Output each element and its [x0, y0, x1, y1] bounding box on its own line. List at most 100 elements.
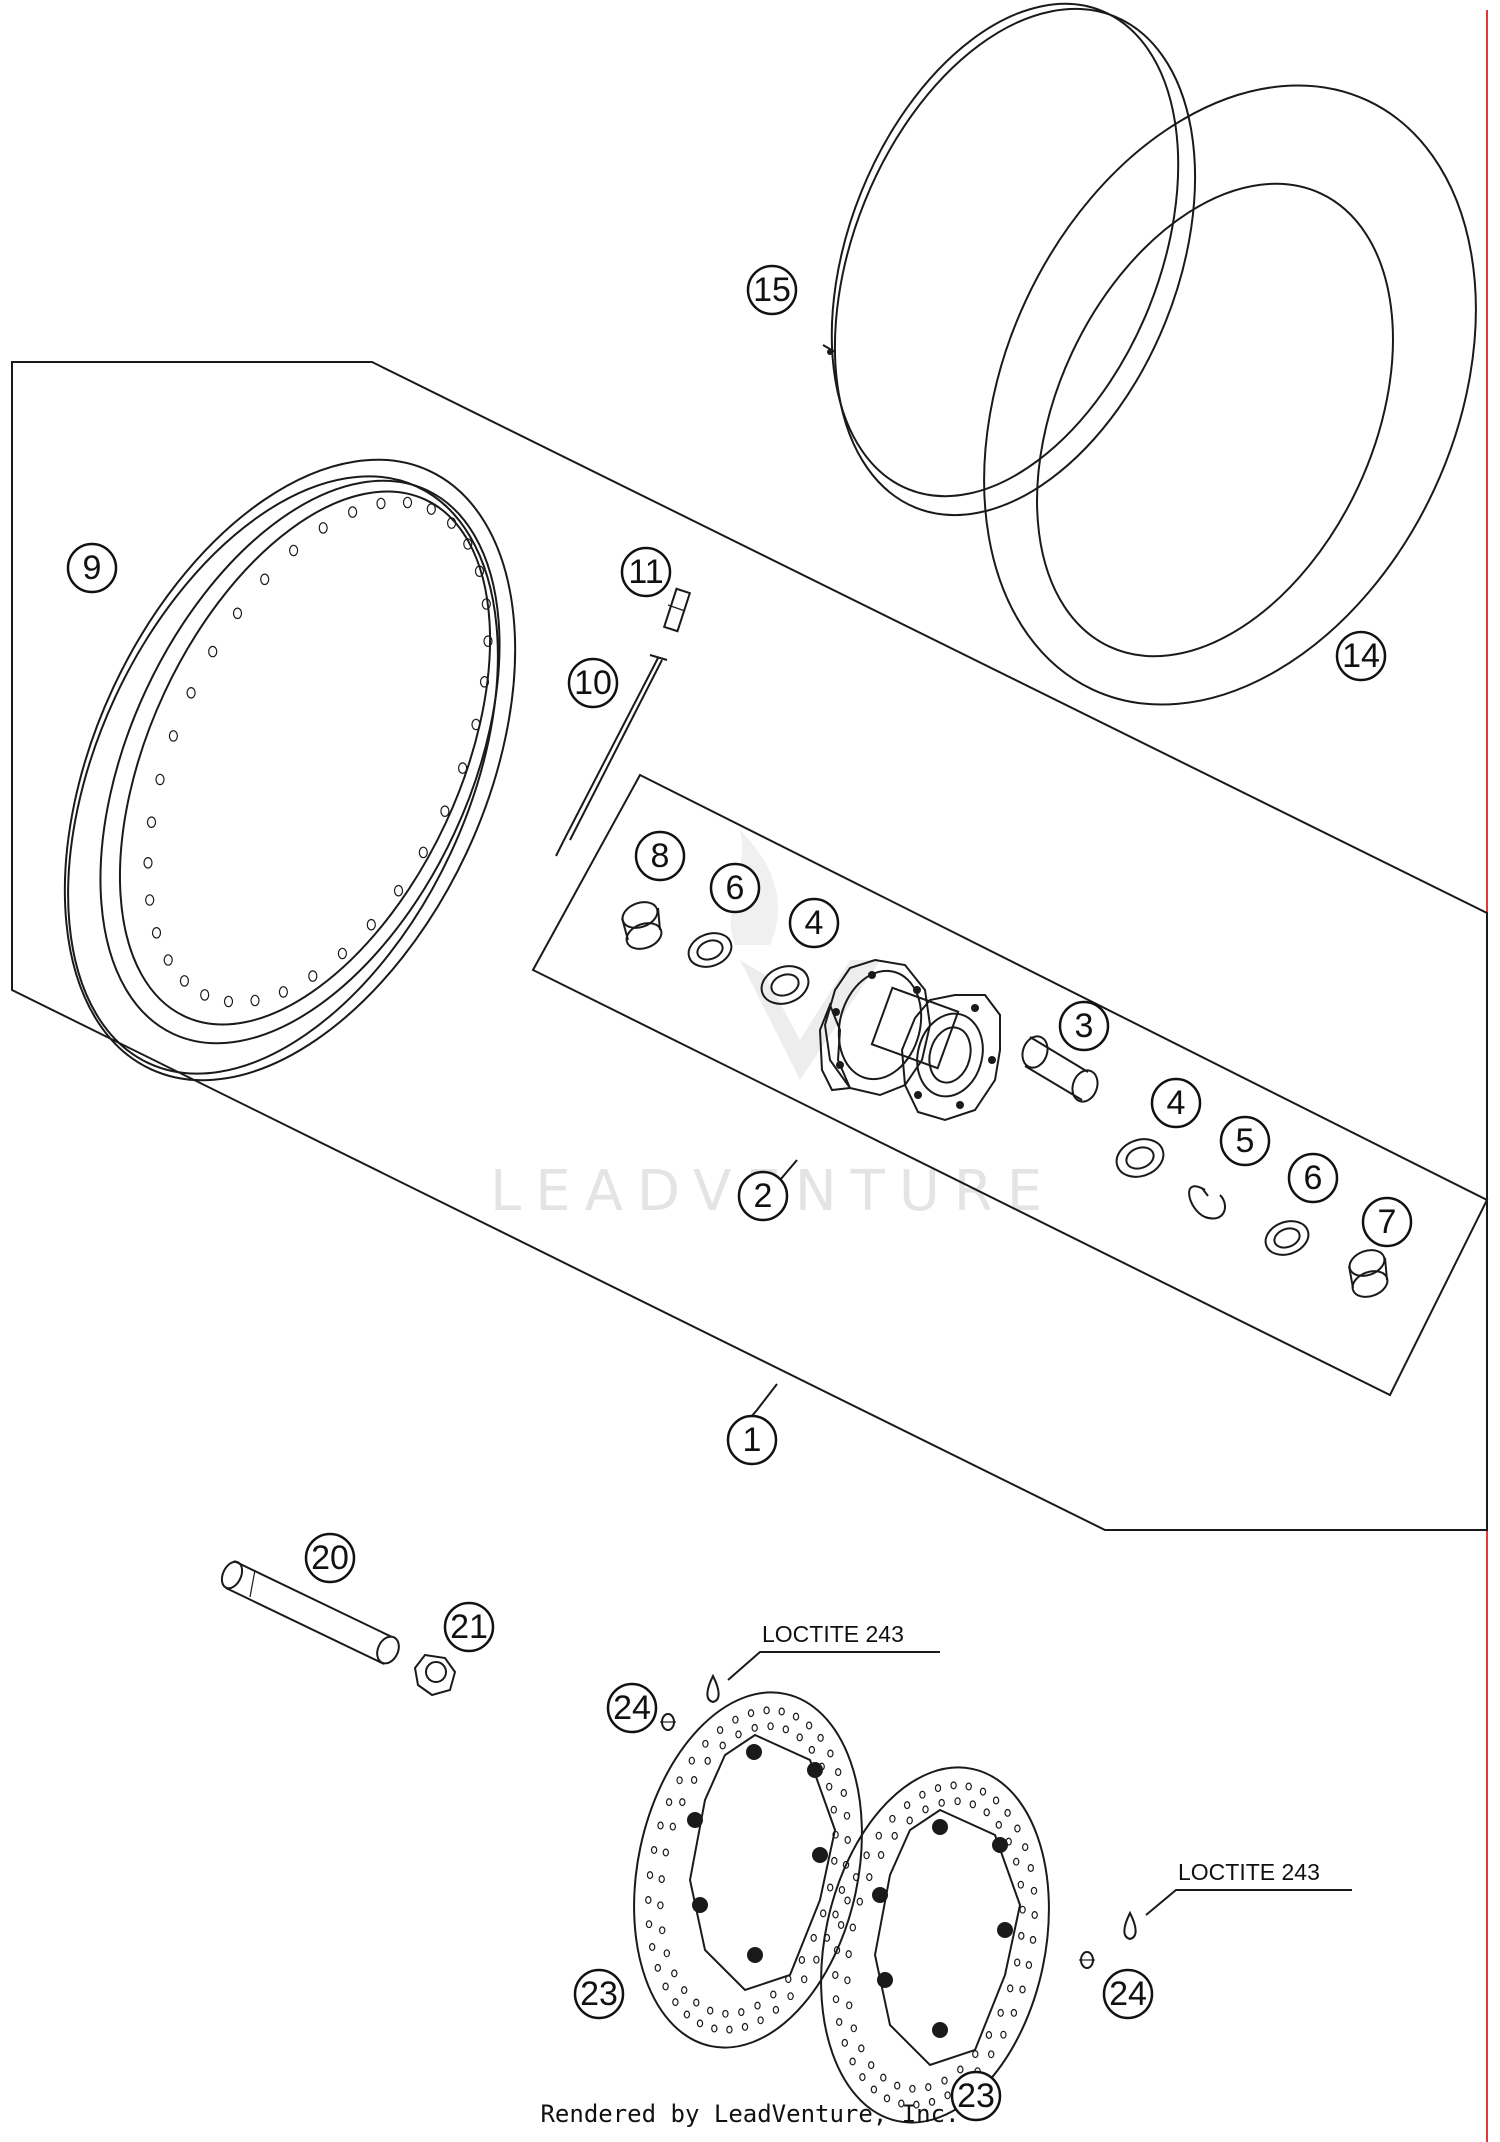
hole [679, 1798, 686, 1807]
hole [870, 2085, 878, 2094]
hole [898, 2099, 905, 2108]
callout-15: 15 [746, 264, 798, 316]
bearing-left [760, 965, 810, 1005]
distance-sleeve [1021, 1035, 1099, 1103]
hole [979, 1787, 987, 1796]
hole [849, 2057, 856, 2066]
svg-text:5: 5 [1236, 1122, 1255, 1160]
hole [669, 1822, 677, 1831]
hole [889, 1814, 896, 1823]
hole [711, 2024, 718, 2033]
callout-23-right: 23 [950, 2070, 1002, 2122]
callout-6-right: 6 [1287, 1152, 1339, 1204]
callout-6-left: 6 [709, 862, 761, 914]
hole [232, 607, 243, 620]
svg-text:9: 9 [83, 549, 102, 587]
disc-screw-right [1079, 1951, 1095, 1969]
svg-text:23: 23 [580, 1975, 618, 2013]
rim [63, 458, 517, 1082]
hole [988, 2050, 995, 2059]
hole [770, 1990, 777, 1999]
hole [832, 1995, 840, 2004]
hole [1007, 1984, 1014, 1993]
hole [849, 1923, 857, 1932]
spoke [555, 654, 668, 857]
hole [688, 1756, 696, 1765]
hole [471, 718, 481, 731]
hole [650, 1846, 658, 1854]
hole [778, 1707, 785, 1716]
hole [649, 1943, 656, 1951]
hole [1030, 1886, 1038, 1895]
seal-left [687, 932, 733, 968]
hole [925, 2083, 932, 2092]
hole [906, 1816, 913, 1825]
hole [662, 1982, 669, 1991]
hole [671, 1969, 678, 1978]
hole [919, 1790, 926, 1799]
hole [831, 1856, 838, 1865]
hole [681, 1986, 688, 1995]
hole [483, 635, 493, 647]
hole [260, 573, 270, 586]
hole [693, 1998, 700, 2007]
hole [1004, 1808, 1011, 1817]
hole [719, 1741, 726, 1750]
hole [665, 1798, 673, 1807]
hole [813, 1955, 820, 1964]
hole [1013, 1857, 1020, 1866]
svg-text:14: 14 [1342, 637, 1380, 675]
loctite-drop-left [706, 1673, 720, 1704]
hole [909, 2084, 916, 2093]
hole [856, 1897, 864, 1906]
hole [402, 496, 413, 509]
hole [877, 1851, 885, 1859]
hole [348, 506, 358, 518]
hole [722, 2009, 729, 2018]
hole [1018, 1931, 1025, 1940]
hole [808, 1745, 816, 1754]
hole [662, 1848, 670, 1857]
hole [763, 1706, 770, 1715]
hole [830, 1805, 838, 1814]
hole [796, 1733, 803, 1742]
disc-left-holes [645, 1706, 851, 2034]
hole [1029, 1935, 1037, 1944]
hole [944, 2091, 951, 2100]
hole [645, 1920, 653, 1929]
loctite-note-left: LOCTITE 243 [762, 1621, 904, 1647]
hole [866, 1873, 873, 1882]
hole [805, 1721, 813, 1730]
hole [985, 2031, 993, 2039]
hole [646, 1871, 654, 1880]
hole [844, 1976, 851, 1985]
hole [366, 918, 376, 931]
hole [842, 1860, 850, 1869]
callout-2: 2 [737, 1170, 789, 1222]
callout-9: 9 [66, 542, 118, 594]
hole [868, 2061, 875, 2070]
hole [704, 1756, 711, 1765]
hole [772, 2005, 780, 2014]
hole [754, 2001, 761, 2010]
hole [801, 1975, 808, 1984]
hole [983, 1808, 990, 1817]
hole [836, 2018, 843, 2026]
hole [833, 1946, 841, 1955]
hole [696, 2019, 704, 2028]
hole [969, 1800, 977, 1809]
spoke-nipple [662, 587, 692, 633]
callout-1: 1 [726, 1414, 778, 1466]
callout-10: 10 [567, 657, 619, 709]
hole [474, 565, 485, 577]
hole [767, 1722, 774, 1731]
hole [835, 1768, 842, 1777]
hole [337, 947, 347, 960]
callout-4-left: 4 [788, 897, 840, 949]
hole [393, 884, 404, 897]
hole [757, 2016, 764, 2025]
hole [1019, 1985, 1026, 1994]
wheel-axle [220, 1560, 400, 1665]
hole [941, 2076, 948, 2085]
